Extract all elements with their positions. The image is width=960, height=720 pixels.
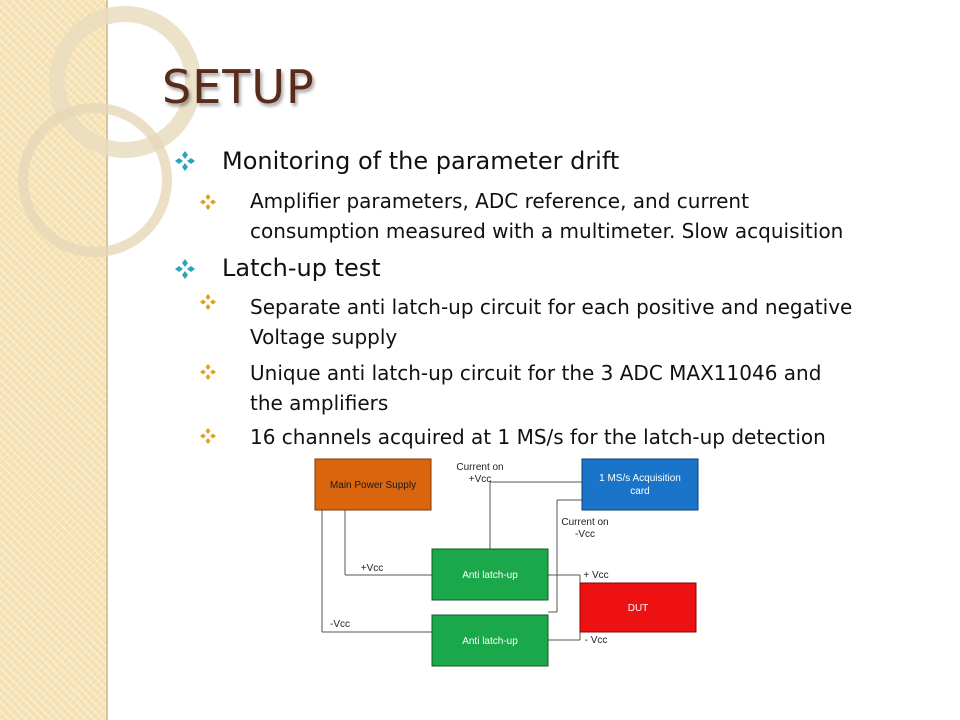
diamond-bullet-icon	[175, 259, 195, 279]
subbullet-separate: Separate anti latch-up circuit for each …	[250, 295, 853, 349]
decorative-rings	[18, 6, 200, 257]
diamond-subbullet-icon	[200, 364, 216, 380]
diamond-subbullet-icon	[200, 428, 216, 444]
anti-latchup-label-negative: Anti latch-up	[462, 636, 518, 647]
vcc-minus-left-label: -Vcc	[330, 619, 350, 630]
dut-box	[579, 582, 697, 633]
main-power-supply-box	[314, 458, 432, 511]
main-power-supply-label: Main Power Supply	[330, 480, 416, 491]
current-negative-label-line1: Current on	[561, 517, 608, 528]
acquisition-label-line2: card	[630, 486, 649, 497]
vcc-plus-right-label: + Vcc	[583, 570, 608, 581]
dut-label: DUT	[628, 603, 649, 614]
bullet-monitoring: Monitoring of the parameter drift	[222, 147, 620, 175]
anti-latchup-label-positive: Anti latch-up	[462, 570, 518, 581]
vcc-minus-right-label: - Vcc	[585, 635, 608, 646]
acquisition-label-line1: 1 MS/s Acquisition	[599, 473, 681, 484]
diamond-subbullet-icon	[200, 194, 216, 210]
subbullet-amplifier: Amplifier parameters, ADC reference, and…	[250, 189, 844, 243]
vcc-plus-left-label: +Vcc	[361, 563, 384, 574]
acquisition-card-box	[581, 458, 699, 511]
anti-latchup-box-negative	[431, 614, 549, 667]
current-positive-label-line1: Current on	[456, 462, 503, 473]
anti-latchup-box-positive	[431, 548, 549, 601]
diamond-subbullet-icon	[200, 294, 216, 310]
current-positive-label-line2: +Vcc	[469, 474, 492, 485]
current-negative-label-line2: -Vcc	[575, 529, 595, 540]
slide-title: SETUP	[162, 60, 315, 114]
diamond-bullet-icon	[175, 151, 195, 171]
sidebar-border	[106, 0, 108, 720]
bullet-latchup: Latch-up test	[222, 254, 381, 282]
subbullet-channels: 16 channels acquired at 1 MS/s for the l…	[250, 425, 826, 449]
subbullet-unique: Unique anti latch-up circuit for the 3 A…	[250, 361, 822, 415]
